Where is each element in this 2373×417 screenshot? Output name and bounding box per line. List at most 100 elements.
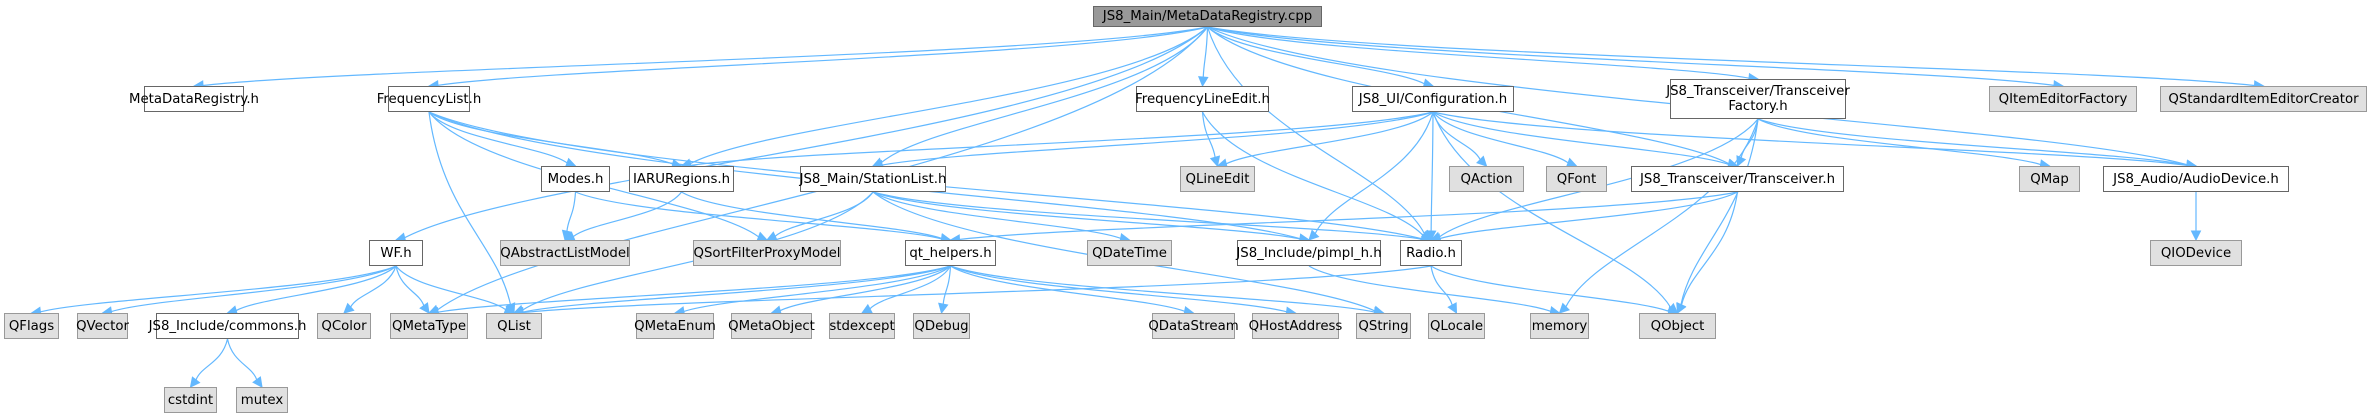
edge-qt_helpers_h-to-stdexcept	[869, 265, 952, 310]
node-iaruregions-h[interactable]: IARURegions.h	[629, 166, 734, 192]
node-stdexcept[interactable]: stdexcept	[829, 313, 895, 339]
node-qt-helpers-h[interactable]: qt_helpers.h	[905, 240, 996, 266]
edge-qt_helpers_h-to-qstring	[950, 265, 1375, 313]
edge-commons_h-to-mutex	[226, 338, 258, 380]
node-label: QDateTime	[1092, 245, 1167, 261]
node-label: IARURegions.h	[632, 171, 731, 187]
node-transceiver-h[interactable]: JS8_Transceiver/Transceiver.h	[1631, 166, 1844, 192]
node-qlineedit[interactable]: QLineEdit	[1180, 166, 1255, 192]
node-radio-h[interactable]: Radio.h	[1400, 240, 1462, 266]
node-qdatastream[interactable]: QDataStream	[1148, 313, 1239, 339]
edge-configuration_h-to-qlineedit	[1225, 111, 1434, 165]
node-stationlist-h[interactable]: JS8_Main/StationList.h	[800, 166, 946, 192]
edge-frequencylist_h-to-qlist	[428, 111, 512, 305]
edge-root-to-frequencylist_h	[437, 26, 1208, 86]
node-qmetaobject[interactable]: QMetaObject	[728, 313, 815, 339]
node-configuration-h[interactable]: JS8_UI/Configuration.h	[1352, 86, 1514, 112]
edge-radio_h-to-qobject	[1430, 265, 1669, 312]
edge-iaruregions_h-to-qt_helpers_h	[681, 191, 942, 239]
node-label: qt_helpers.h	[909, 245, 992, 261]
node-label: QFont	[1556, 171, 1597, 187]
node-label: QDataStream	[1148, 318, 1239, 334]
node-frequencylineedit-h[interactable]: FrequencyLineEdit.h	[1135, 86, 1270, 112]
node-label: JS8_Main/StationList.h	[799, 171, 947, 187]
node-label: JS8_Include/commons.h	[148, 318, 307, 334]
node-qmetaenum[interactable]: QMetaEnum	[634, 313, 716, 339]
node-qfont[interactable]: QFont	[1546, 166, 1607, 192]
edge-qt_helpers_h-to-qmetaobject	[779, 265, 951, 312]
node-mutex[interactable]: mutex	[236, 387, 288, 413]
edge-root-to-qitemeditorfactory	[1207, 26, 2055, 86]
arrowhead-radio_h	[1425, 230, 1437, 242]
node-transceiverfactory-h[interactable]: JS8_Transceiver/Transceiver Factory.h	[1666, 79, 1850, 119]
edge-stationlist_h-to-qdatetime	[872, 191, 1121, 239]
edge-configuration_h-to-radio_h	[1430, 111, 1434, 232]
edge-wf_h-to-qmetatype	[395, 265, 425, 306]
edge-pimpl_h_h-to-memory	[1308, 265, 1551, 312]
node-metadataregistry-h[interactable]: MetaDataRegistry.h	[129, 86, 259, 112]
node-qitemeditorfactory[interactable]: QItemEditorFactory	[1989, 86, 2137, 112]
edge-transceiverfactory_h-to-qobject	[1680, 118, 1759, 305]
node-qmap[interactable]: QMap	[2019, 166, 2080, 192]
node-commons-h[interactable]: JS8_Include/commons.h	[149, 313, 306, 339]
node-label: QMetaEnum	[634, 318, 716, 334]
node-label: MetaDataRegistry.h	[129, 91, 259, 107]
arrowhead-qcolor	[343, 302, 355, 314]
arrowhead-qaction	[1476, 155, 1488, 167]
node-qflags[interactable]: QFlags	[4, 313, 59, 339]
node-label: FrequencyList.h	[376, 91, 482, 107]
node-qabstractlistmodel[interactable]: QAbstractListModel	[500, 240, 630, 266]
arrowhead-qobject	[1676, 302, 1687, 315]
edge-configuration_h-to-transceiver_h	[1432, 111, 1729, 165]
edge-root-to-qstandarditemeditorcreator	[1207, 26, 2255, 87]
edge-qt_helpers_h-to-qhostaddress	[950, 265, 1287, 313]
node-label: FrequencyLineEdit.h	[1135, 91, 1270, 107]
node-qobject[interactable]: QObject	[1639, 313, 1716, 339]
edge-configuration_h-to-iaruregions_h	[690, 111, 1434, 166]
edge-transceiver_h-to-radio_h	[1439, 191, 1738, 240]
node-qaction[interactable]: QAction	[1449, 166, 1524, 192]
node-label: QAbstractListModel	[500, 245, 630, 261]
node-label: QLineEdit	[1185, 171, 1250, 187]
edge-qt_helpers_h-to-qdatastream	[950, 265, 1185, 312]
edge-root-to-radio_h	[1206, 26, 1426, 235]
edge-radio_h-to-qlist	[522, 265, 1432, 314]
node-label: QString	[1358, 318, 1409, 334]
edge-transceiverfactory_h-to-qmap	[1757, 118, 2041, 166]
edge-qt_helpers_h-to-qlist	[522, 265, 951, 313]
node-label: QLocale	[1429, 318, 1484, 334]
node-qmetatype[interactable]: QMetaType	[390, 313, 468, 339]
node-modes-h[interactable]: Modes.h	[541, 166, 610, 192]
edge-root-to-stationlist_h	[880, 26, 1208, 164]
node-label: QMetaObject	[728, 318, 815, 334]
node-memory[interactable]: memory	[1530, 313, 1589, 339]
node-frequencylist-h[interactable]: FrequencyList.h	[377, 86, 481, 112]
edge-wf_h-to-qcolor	[350, 265, 397, 308]
node-qstandarditemeditorcreator[interactable]: QStandardItemEditorCreator	[2160, 86, 2367, 112]
node-qiodevice[interactable]: QIODevice	[2150, 240, 2242, 266]
node-audiodevice-h[interactable]: JS8_Audio/AudioDevice.h	[2103, 166, 2289, 192]
node-qlist[interactable]: QList	[486, 313, 542, 339]
node-qvector[interactable]: QVector	[76, 313, 129, 339]
node-label: memory	[1531, 318, 1588, 334]
node-qstring[interactable]: QString	[1356, 313, 1411, 339]
arrowhead-qdebug	[938, 302, 949, 315]
edge-qt_helpers_h-to-qmetatype	[437, 265, 951, 313]
node-label: JS8_UI/Configuration.h	[1358, 91, 1508, 107]
node-label: Modes.h	[547, 171, 604, 187]
node-pimpl-h-h[interactable]: JS8_Include/pimpl_h.h	[1236, 240, 1382, 266]
arrowhead-cstdint	[189, 376, 201, 388]
node-qdatetime[interactable]: QDateTime	[1087, 240, 1172, 266]
node-qhostaddress[interactable]: QHostAddress	[1249, 313, 1342, 339]
node-wf-h[interactable]: WF.h	[369, 240, 423, 266]
node-qlocale[interactable]: QLocale	[1428, 313, 1485, 339]
node-label: cstdint	[167, 392, 214, 408]
arrowhead-pimpl_h_h	[1308, 229, 1320, 241]
node-qdebug[interactable]: QDebug	[913, 313, 970, 339]
node-label: JS8_Include/pimpl_h.h	[1236, 245, 1382, 261]
node-qsortfilterproxymodel[interactable]: QSortFilterProxyModel	[693, 240, 841, 266]
node-qcolor[interactable]: QColor	[317, 313, 371, 339]
node-cstdint[interactable]: cstdint	[164, 387, 217, 413]
arrowhead-qlineedit	[1209, 155, 1221, 168]
edge-transceiver_h-to-qt_helpers_h	[959, 191, 1738, 241]
